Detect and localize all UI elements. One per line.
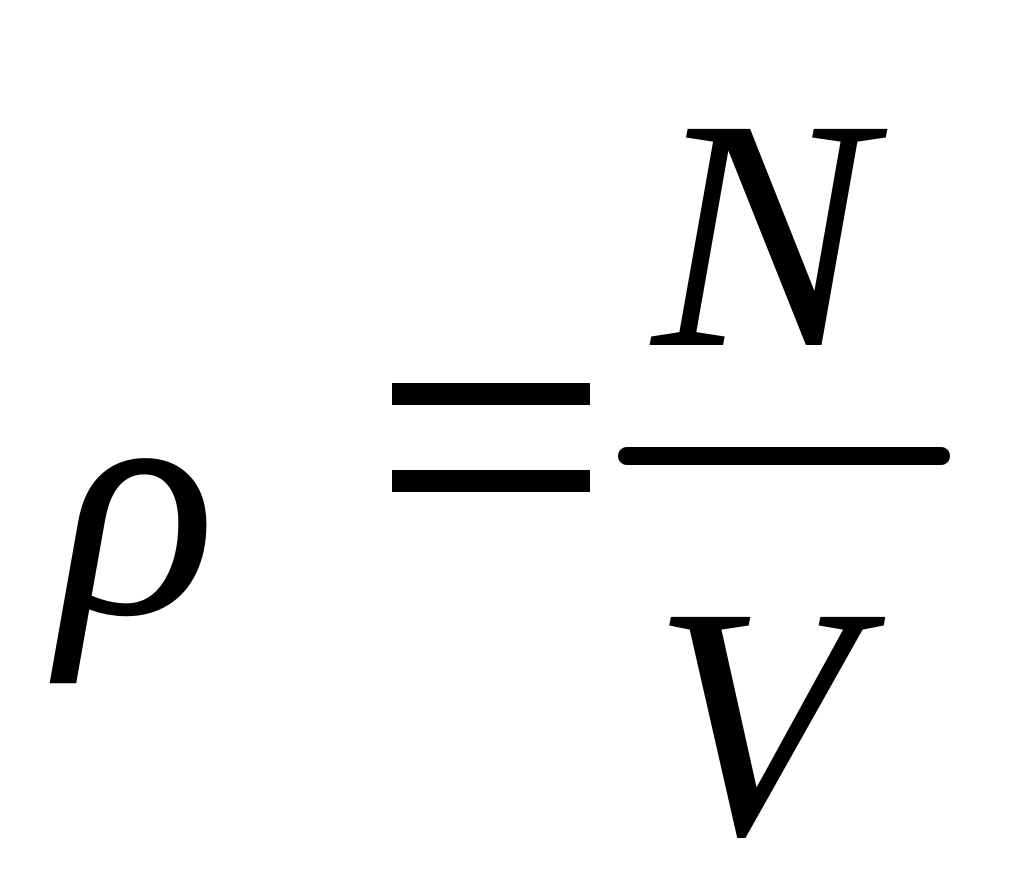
fraction-denominator: V	[652, 540, 854, 881]
fraction-bar	[618, 447, 950, 465]
density-symbol: ρ	[58, 320, 217, 685]
equals-sign	[392, 383, 590, 493]
fraction-numerator: N	[652, 52, 873, 417]
equals-bottom-bar	[392, 470, 590, 492]
equals-top-bar	[392, 383, 590, 405]
